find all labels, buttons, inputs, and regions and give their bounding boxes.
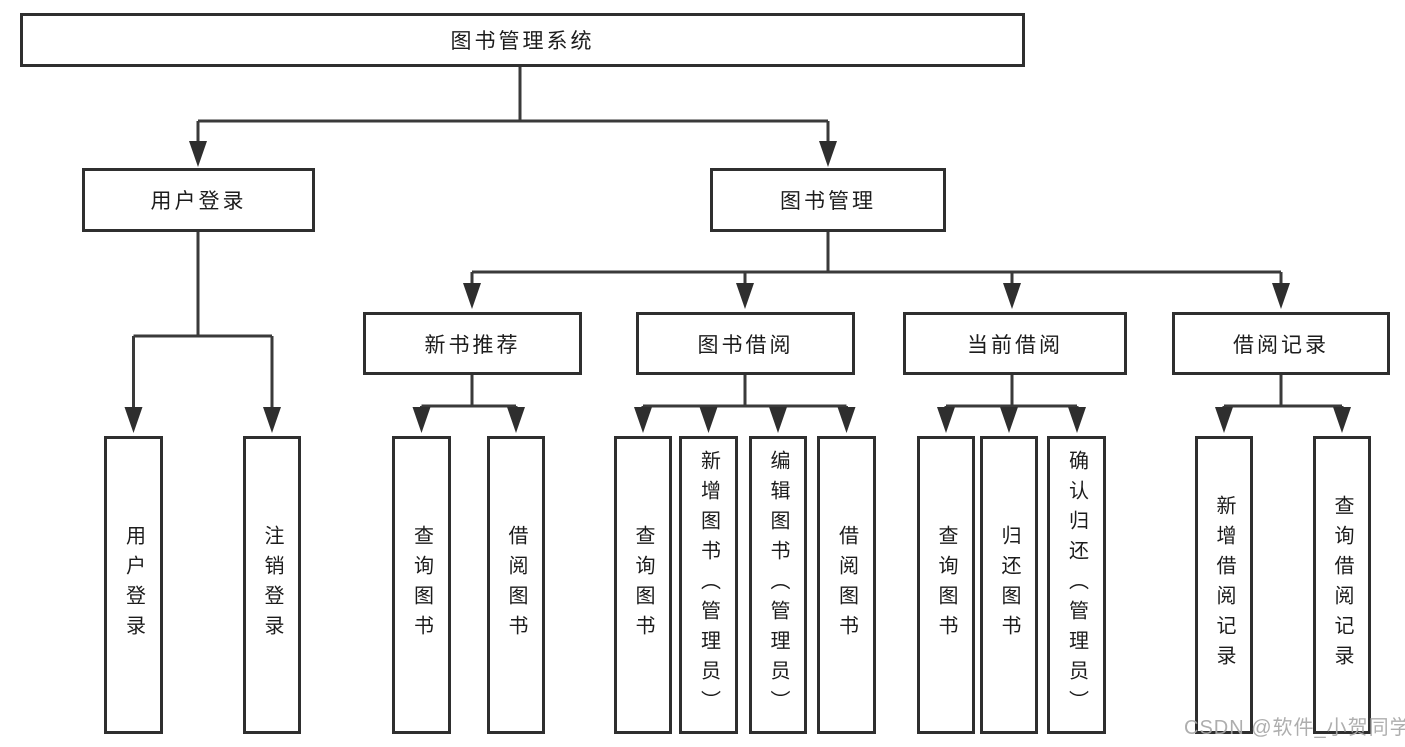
leaf-query-borrow-record-label: 查询借阅记录 [1331,495,1353,675]
leaf-user-login: 用户登录 [104,436,163,734]
connectors-book-management [463,232,1290,309]
node-library-system-label: 图书管理系统 [450,30,595,53]
leaf-edit-book-admin-label: 编辑图书（管理员） [767,450,789,720]
node-new-book-recommendation: 新书推荐 [363,312,582,375]
leaf-confirm-return-admin-label: 确认归还（管理员） [1065,450,1088,720]
node-user-login: 用户登录 [82,168,315,232]
leaf-query-books-current-label: 查询图书 [935,525,957,645]
connectors-book-borrowing [634,375,856,433]
node-book-borrowing: 图书借阅 [636,312,855,375]
connectors-borrow-records [1215,375,1351,433]
leaf-borrow-books-label: 借阅图书 [835,525,858,645]
leaf-return-book-label: 归还图书 [998,525,1020,645]
leaf-user-login-label: 用户登录 [122,525,145,645]
csdn-watermark: CSDN @软件_小贺同学 [1184,717,1405,739]
leaf-return-book: 归还图书 [980,436,1038,734]
leaf-query-books-current: 查询图书 [917,436,975,734]
node-user-login-label: 用户登录 [150,190,247,213]
leaf-query-books-recommend-label: 查询图书 [410,525,433,645]
connectors-root [189,67,837,167]
leaf-add-borrow-record: 新增借阅记录 [1195,436,1253,734]
node-current-borrowing: 当前借阅 [903,312,1127,375]
node-library-system: 图书管理系统 [20,13,1025,67]
leaf-query-borrow-record: 查询借阅记录 [1313,436,1371,734]
leaf-query-books-borrowing-label: 查询图书 [632,525,654,645]
leaf-borrow-books-recommend: 借阅图书 [487,436,545,734]
node-borrow-records: 借阅记录 [1172,312,1390,375]
leaf-borrow-books-recommend-label: 借阅图书 [505,525,527,645]
leaf-edit-book-admin: 编辑图书（管理员） [749,436,807,734]
leaf-query-books-recommend: 查询图书 [392,436,451,734]
leaf-logout: 注销登录 [243,436,301,734]
leaf-add-book-admin-label: 新增图书（管理员） [697,450,720,720]
leaf-confirm-return-admin: 确认归还（管理员） [1047,436,1106,734]
leaf-query-books-borrowing: 查询图书 [614,436,672,734]
node-new-book-recommendation-label: 新书推荐 [424,333,521,357]
connectors-new-book-recommendation [412,375,525,433]
node-book-borrowing-label: 图书借阅 [697,333,794,357]
leaf-add-borrow-record-label: 新增借阅记录 [1213,495,1235,675]
connectors-current-borrowing [937,375,1086,433]
leaf-logout-label: 注销登录 [261,525,283,645]
leaf-add-book-admin: 新增图书（管理员） [679,436,738,734]
node-borrow-records-label: 借阅记录 [1233,333,1329,357]
node-current-borrowing-label: 当前借阅 [967,333,1063,357]
leaf-borrow-books: 借阅图书 [817,436,876,734]
node-book-management: 图书管理 [710,168,946,232]
connectors-user-login [124,232,281,433]
node-book-management-label: 图书管理 [780,190,876,213]
